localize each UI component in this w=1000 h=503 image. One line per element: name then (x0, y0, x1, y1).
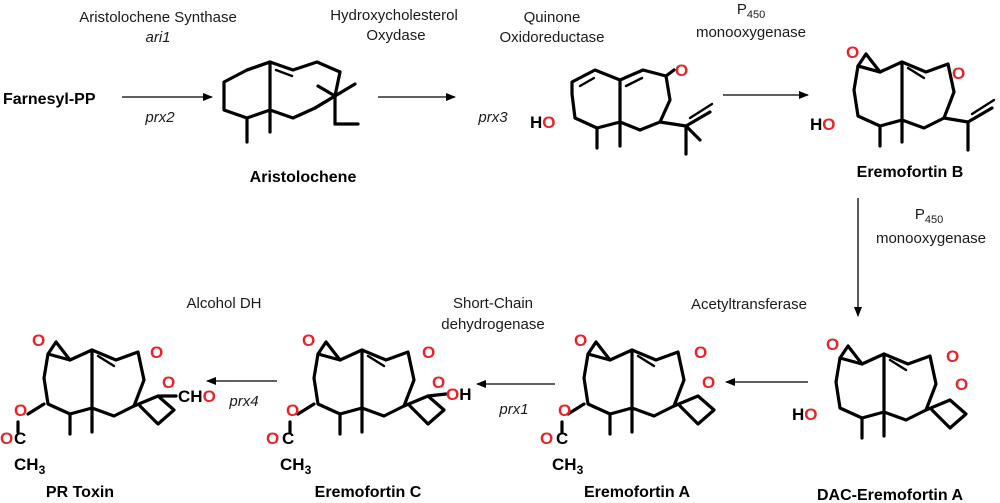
methyl-group: CH3 (280, 455, 312, 477)
step1-gene: ari1 (145, 29, 170, 46)
acetate-carbonyl-oxygen: O (0, 429, 13, 448)
step7-enzyme-line2: dehydrogenase (441, 316, 544, 333)
h-atom: H (459, 385, 471, 404)
svg-text:P450: P450 (915, 206, 943, 226)
o-atom: O (542, 113, 555, 132)
pr-toxin-name: PR Toxin (46, 484, 114, 501)
aldehyde-ch: CH (178, 387, 203, 406)
step4-enzyme: P450 monooxygenase (696, 1, 806, 41)
oxygen-atom: O (675, 61, 688, 80)
dac-eremofortin-a-name: DAC-Eremofortin A (817, 487, 964, 503)
methyl-group: CH3 (552, 455, 584, 477)
p-letter: P (915, 206, 925, 223)
o-atom: O (822, 115, 835, 134)
acetate-carbonyl-oxygen: O (540, 429, 553, 448)
ketone-oxygen: O (952, 64, 965, 83)
acetate-oxygen: O (286, 401, 299, 420)
epoxide-oxygen: O (302, 331, 315, 350)
methyl-subscript: 3 (577, 463, 584, 477)
eremofortin-b-structure: O O HO (810, 43, 996, 152)
methyl-subscript: 3 (39, 463, 46, 477)
ketone-oxygen: O (946, 347, 959, 366)
p-subscript: 450 (747, 9, 765, 21)
svg-text:monooxygenase: monooxygenase (876, 230, 986, 247)
eremofortin-c-name: Eremofortin C (315, 484, 422, 501)
hydroxyl-label: HO (810, 115, 836, 134)
epoxide-oxygen: O (32, 331, 45, 350)
methyl-label: CH (14, 455, 39, 474)
step3-enzyme-line1: Quinone (524, 9, 581, 26)
svg-text:monooxygenase: monooxygenase (696, 24, 806, 41)
svg-text:P450: P450 (737, 1, 765, 21)
step2-gene-below: prx3 (477, 109, 508, 126)
acetate-oxygen: O (14, 401, 27, 420)
step7-gene-below: prx1 (498, 401, 528, 418)
step1-gene-below: prx2 (144, 109, 175, 126)
ketone-oxygen: O (150, 343, 163, 362)
step8-enzyme: Alcohol DH (186, 295, 261, 312)
h-atom: H (810, 115, 822, 134)
aldehyde-o: O (203, 387, 216, 406)
methyl-group: CH3 (14, 455, 46, 477)
ketone-oxygen: O (422, 343, 435, 362)
ketone-oxygen: O (694, 343, 707, 362)
farnesyl-pp-label: Farnesyl-PP (3, 91, 96, 108)
hydroxyl-label: OH (446, 385, 472, 404)
h-atom: H (530, 113, 542, 132)
step5-enzyme: P450 monooxygenase (876, 206, 986, 247)
eremofortin-b-name: Eremofortin B (857, 164, 964, 181)
epoxide-oxygen: O (846, 43, 859, 62)
hydroxyl-label: HO (792, 405, 818, 424)
h-atom: H (792, 405, 804, 424)
step1-enzyme: Aristolochene Synthase (79, 9, 237, 26)
aristolochene-name: Aristolochene (250, 169, 357, 186)
step2-enzyme-line1: Hydroxycholesterol (330, 7, 458, 24)
acetate-carbon: C (282, 429, 294, 448)
step6-enzyme: Acetyltransferase (691, 296, 807, 313)
acetate-carbon: C (556, 429, 568, 448)
eremofortin-a-name: Eremofortin A (584, 484, 691, 501)
dac-eremofortin-a-structure: O O O HO (792, 335, 968, 440)
pr-toxin-structure: O O O CHO O O C CH3 (0, 331, 216, 477)
methyl-label: CH (552, 455, 577, 474)
eremofortin-a-structure: O O O O O C CH3 (540, 331, 716, 477)
eremofortin-c-structure: O O O OH O O C CH3 (266, 331, 472, 477)
o-atom: O (446, 385, 459, 404)
methyl-label: CH (280, 455, 305, 474)
acetate-carbon: C (14, 429, 26, 448)
aristolochene-structure (222, 60, 360, 144)
epoxide2-oxygen: O (702, 373, 715, 392)
step8-gene-below: prx4 (228, 393, 258, 410)
methyl-subscript: 3 (305, 463, 312, 477)
epoxide-oxygen: O (574, 331, 587, 350)
p-letter: P (737, 1, 747, 18)
aldehyde-label: CHO (178, 387, 216, 406)
acetate-oxygen: O (558, 401, 571, 420)
epoxide2-oxygen: O (432, 373, 445, 392)
acetate-carbonyl-oxygen: O (266, 429, 279, 448)
intermediate-structure: O HO (530, 61, 714, 156)
epoxide-oxygen: O (826, 335, 839, 354)
epoxide2-oxygen: O (162, 373, 175, 392)
step2-enzyme-line2: Oxydase (366, 27, 425, 44)
hydroxyl-label: HO (530, 113, 556, 132)
step7-enzyme-line1: Short-Chain (453, 295, 533, 312)
o-atom: O (804, 405, 817, 424)
epoxide2-oxygen: O (955, 375, 968, 394)
p-subscript: 450 (925, 214, 943, 226)
step3-enzyme-line2: Oxidoreductase (499, 29, 604, 46)
